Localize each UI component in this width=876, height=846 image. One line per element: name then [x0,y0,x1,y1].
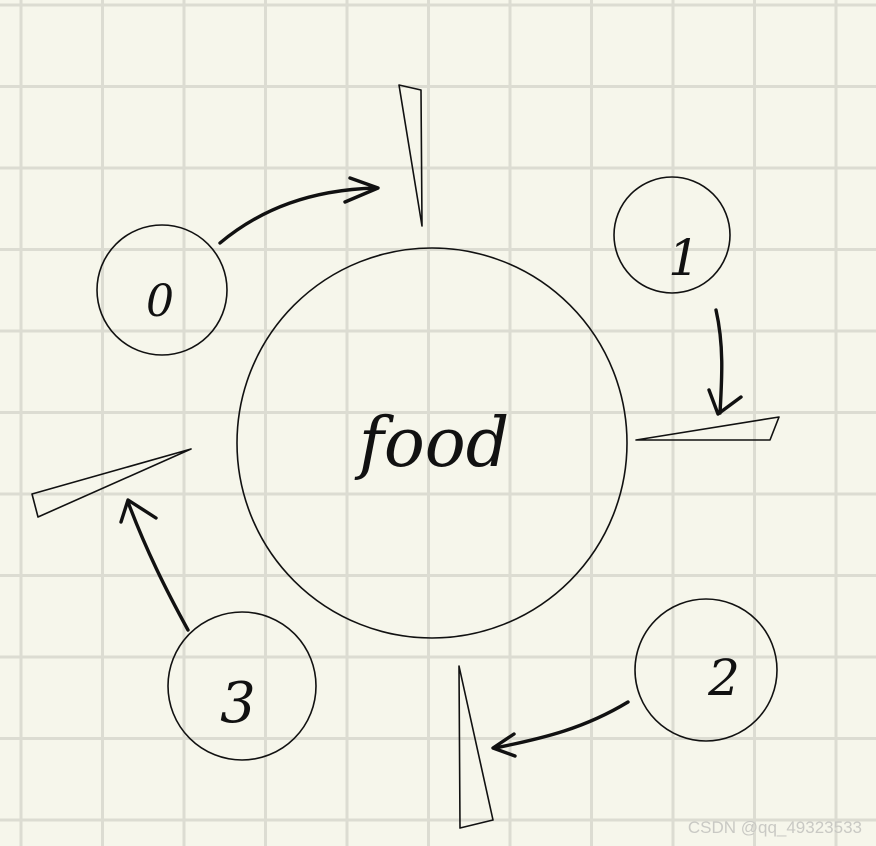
chopstick-top [398,84,423,227]
philosopher-3-circle [167,611,317,761]
philosopher-0-circle [96,224,228,356]
philosopher-0: 0 [96,224,228,356]
csdn-watermark: CSDN @qq_49323533 [687,818,862,837]
philosopher-1-circle [613,176,731,294]
chopstick-bottom [458,665,494,829]
philosopher-2: 2 [634,598,778,742]
arrow-2-to-bottom-chopstick [491,700,630,758]
philosopher-0-label: 0 [146,276,174,327]
food-label: food [354,404,510,483]
philosopher-3: 3 [167,611,317,761]
philosopher-2-label: 2 [707,649,740,707]
arrow-0-to-top-chopstick [218,176,380,245]
philosopher-3-label: 3 [220,671,256,736]
philosopher-1: 1 [613,176,731,294]
chopstick-left [31,448,192,518]
philosopher-1-label: 1 [668,229,700,287]
philosopher-2-circle [634,598,778,742]
arrow-1-to-right-chopstick [707,308,743,416]
food-table-circle [236,247,628,639]
arrow-3-to-left-chopstick [119,498,190,632]
chopstick-right [635,416,780,441]
